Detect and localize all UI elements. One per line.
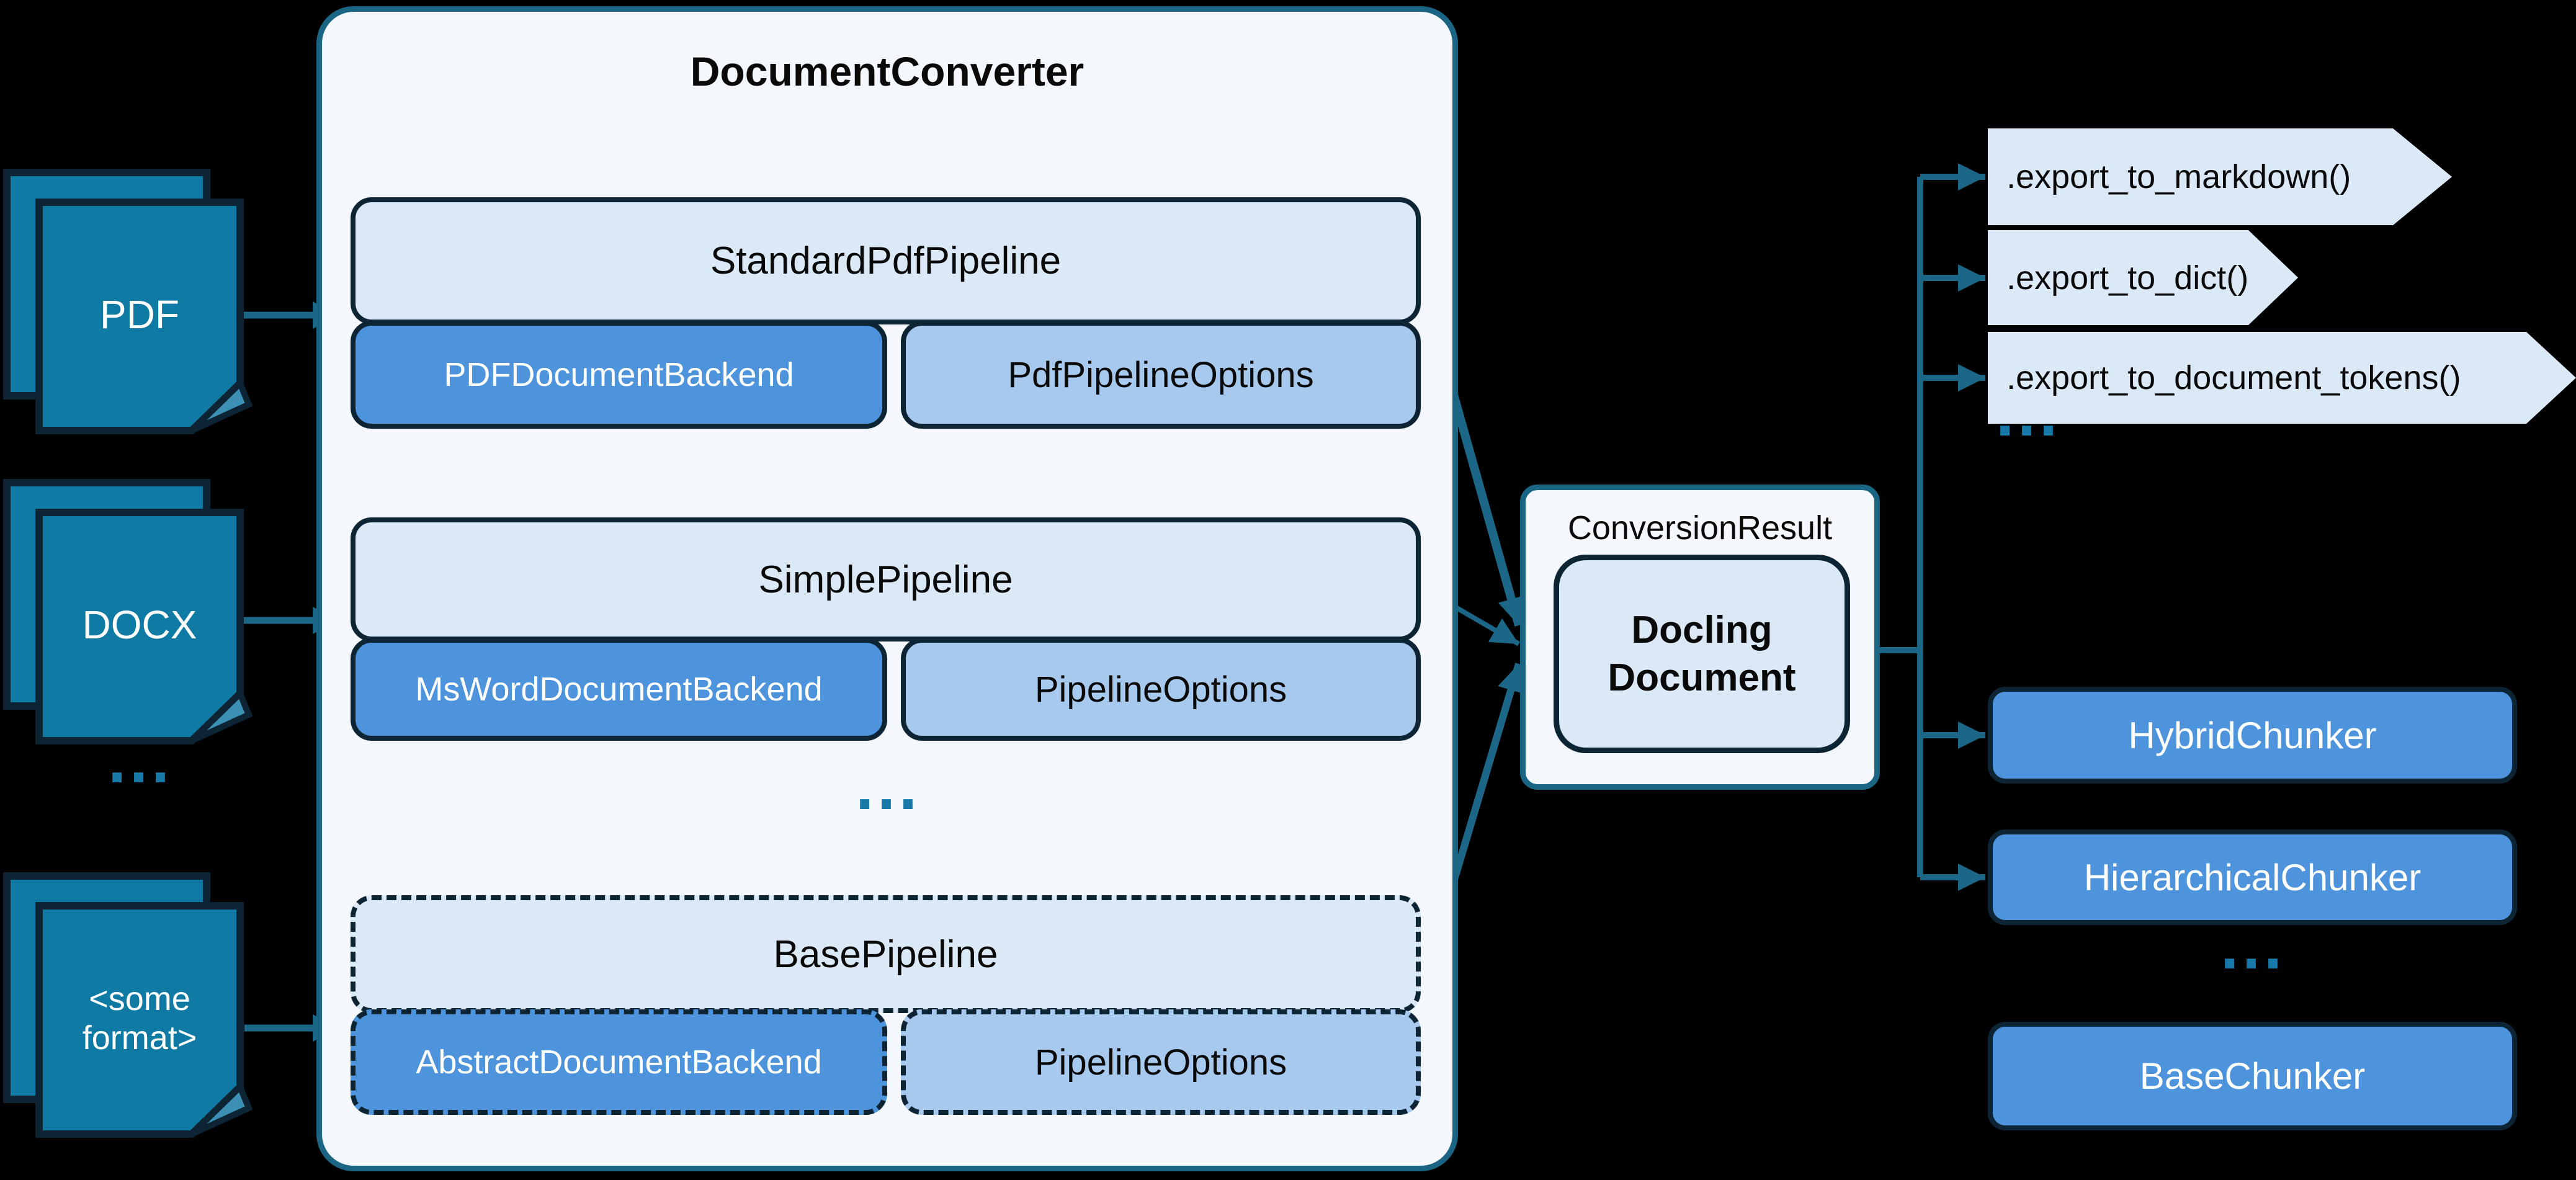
- conversion-result-label: ConversionResult: [1567, 509, 1833, 547]
- chunkers-ellipsis: ...: [2219, 920, 2285, 981]
- docx-document-icon: DOCX: [2, 478, 257, 756]
- someformat-document-icon: <some format>: [2, 871, 257, 1149]
- options-box-pipelineoptions-base: PipelineOptions: [901, 1009, 1421, 1115]
- export-to-dict-shape: .export_to_dict(): [1988, 230, 2298, 325]
- base-chunker-box: BaseChunker: [1988, 1022, 2517, 1130]
- options-box-pipelineoptions: PipelineOptions: [901, 638, 1421, 741]
- document-converter-title: DocumentConverter: [690, 48, 1085, 94]
- document-pages-icon: [3, 169, 253, 434]
- pipeline-box-simplepipeline: SimplePipeline: [351, 517, 1421, 641]
- backend-box-abstractdocumentbackend: AbstractDocumentBackend: [351, 1009, 887, 1115]
- input-label-someformat: <some format>: [82, 980, 197, 1057]
- pdf-document-icon: PDF: [2, 168, 257, 445]
- pipeline-box-basepipeline: BasePipeline: [351, 895, 1421, 1013]
- options-box-pdfpipelineoptions: PdfPipelineOptions: [901, 321, 1421, 429]
- converter-ellipsis: ...: [854, 761, 920, 821]
- conversion-result-box: ConversionResult Docling Document: [1520, 485, 1880, 790]
- export-to-document-tokens-shape: .export_to_document_tokens(): [1988, 332, 2576, 424]
- input-label-pdf: PDF: [100, 292, 179, 337]
- backend-box-pdfdocumentbackend: PDFDocumentBackend: [351, 321, 887, 429]
- document-pages-icon: [3, 872, 253, 1138]
- backend-box-mswworddocumentbackend: MsWordDocumentBackend: [351, 638, 887, 741]
- hybrid-chunker-box: HybridChunker: [1988, 687, 2517, 784]
- document-pages-icon: [3, 479, 253, 744]
- inputs-ellipsis: ...: [107, 734, 172, 795]
- export-to-markdown-shape: .export_to_markdown(): [1988, 128, 2452, 225]
- docling-document-box: Docling Document: [1554, 555, 1850, 753]
- hierarchical-chunker-box: HierarchicalChunker: [1988, 829, 2517, 925]
- exports-ellipsis: ...: [1995, 387, 2060, 448]
- pipeline-box-standardpdfpipeline: StandardPdfPipeline: [351, 197, 1421, 324]
- input-label-docx: DOCX: [82, 602, 197, 647]
